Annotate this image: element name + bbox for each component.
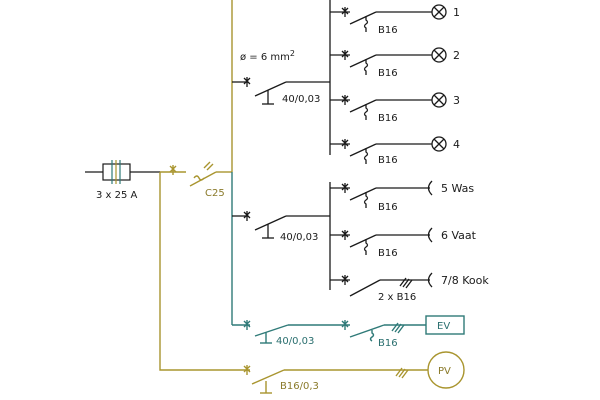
circuit6-breaker: B16 [378, 248, 398, 259]
circuit4-coil [363, 148, 369, 164]
circuit3-contact-mark [341, 95, 349, 105]
pv-feed-line [159, 172, 250, 371]
pv-blade [251, 369, 285, 385]
circuit-2: B16 2 [330, 47, 460, 79]
circuit2-coil [363, 59, 369, 75]
rcd1-blade [254, 81, 287, 97]
ev-breaker-coil [369, 330, 375, 342]
ev-breaker-contact-mark [341, 320, 349, 330]
circuit-3: B16 3 [330, 92, 460, 124]
pv-inverter-circle [427, 351, 465, 389]
circuit4-contact-mark [341, 139, 349, 149]
pv-contact-mark [243, 365, 251, 375]
socket-icon [426, 227, 433, 243]
circuit3-label: 3 [453, 94, 460, 107]
pv-circuit: B16/0,3 PV [243, 351, 465, 394]
circuit4-label: 4 [453, 138, 460, 151]
incoming-supply: 3 x 25 A [85, 160, 160, 201]
c25-label: C25 [205, 188, 225, 199]
three-phase-mark [399, 277, 413, 289]
circuit78-contact-mark [341, 275, 349, 285]
circuit5-breaker: B16 [378, 202, 398, 213]
ev-charger-box [425, 315, 465, 335]
ev-rcd-blade [254, 324, 289, 337]
circuit2-label: 2 [453, 49, 460, 62]
c25-contact-mark [169, 165, 177, 175]
circuit2-blade [349, 54, 377, 68]
circuit-7-8: 2 x B16 7/8 Kook [330, 272, 489, 303]
socket-icon [426, 180, 433, 196]
socket-icon [426, 272, 433, 288]
c25-coil-mark [193, 175, 205, 181]
circuit1-contact-mark [341, 7, 349, 17]
cable-size-text: ø = 6 mm [240, 52, 290, 63]
circuit-6: B16 6 Vaat [330, 227, 477, 259]
circuit78-label: 7/8 Kook [441, 274, 489, 287]
circuit4-blade [349, 143, 377, 157]
circuit5-blade [349, 187, 377, 201]
lamp-cross-mark [433, 6, 445, 18]
circuit1-coil [363, 16, 369, 32]
circuit5-label: 5 Was [441, 182, 474, 195]
circuit5-coil [363, 192, 369, 208]
rcd2-blade [254, 215, 287, 231]
circuit1-breaker: B16 [378, 25, 398, 36]
busbar-cable-label: ø = 6 mm2 [240, 49, 295, 64]
main-c25-switch: C25 [160, 161, 232, 199]
main-breaker-label: 3 x 25 A [96, 190, 138, 201]
ev-rcd-label: 40/0,03 [276, 336, 314, 347]
circuit2-contact-mark [341, 50, 349, 60]
circuit78-blade [349, 279, 381, 297]
circuit2-breaker: B16 [378, 68, 398, 79]
pv-breaker-label: B16/0,3 [280, 381, 319, 392]
circuit6-contact-mark [341, 230, 349, 240]
ev-circuit: 40/0,03 B16 EV [232, 315, 465, 349]
rcd1-label: 40/0,03 [282, 94, 320, 105]
pv-three-phase-mark [395, 367, 409, 379]
circuit-5: B16 5 Was [330, 180, 474, 213]
ev-load-label: EV [437, 321, 450, 332]
circuit3-coil [363, 104, 369, 120]
circuit6-label: 6 Vaat [441, 229, 477, 242]
cable-exponent: 2 [290, 49, 295, 58]
lamp-cross-mark [433, 94, 445, 106]
circuit6-coil [363, 239, 369, 255]
ev-rcd-contact-mark [243, 320, 251, 330]
pv-load-label: PV [438, 366, 451, 377]
rcd-group-2: 40/0,03 [232, 211, 330, 243]
circuit78-breaker: 2 x B16 [378, 292, 416, 303]
rcd2-contact-mark [243, 211, 251, 221]
circuit-4: B16 4 [330, 136, 460, 166]
circuit-1: B16 1 [330, 4, 460, 36]
ev-breaker-label: B16 [378, 338, 398, 349]
circuit1-blade [349, 11, 377, 25]
lamp-cross-mark [433, 49, 445, 61]
circuit3-blade [349, 99, 377, 113]
rcd1-contact-mark [243, 77, 251, 87]
rcd2-label: 40/0,03 [280, 232, 318, 243]
circuit1-label: 1 [453, 6, 460, 19]
circuit4-breaker: B16 [378, 155, 398, 166]
ev-breaker-blade [349, 324, 385, 338]
rcd-group-1: 40/0,03 [232, 77, 330, 105]
lamp-cross-mark [433, 138, 445, 150]
c25-hatch-mark [203, 161, 214, 171]
circuit3-breaker: B16 [378, 113, 398, 124]
circuit5-contact-mark [341, 183, 349, 193]
circuit6-blade [349, 234, 377, 248]
